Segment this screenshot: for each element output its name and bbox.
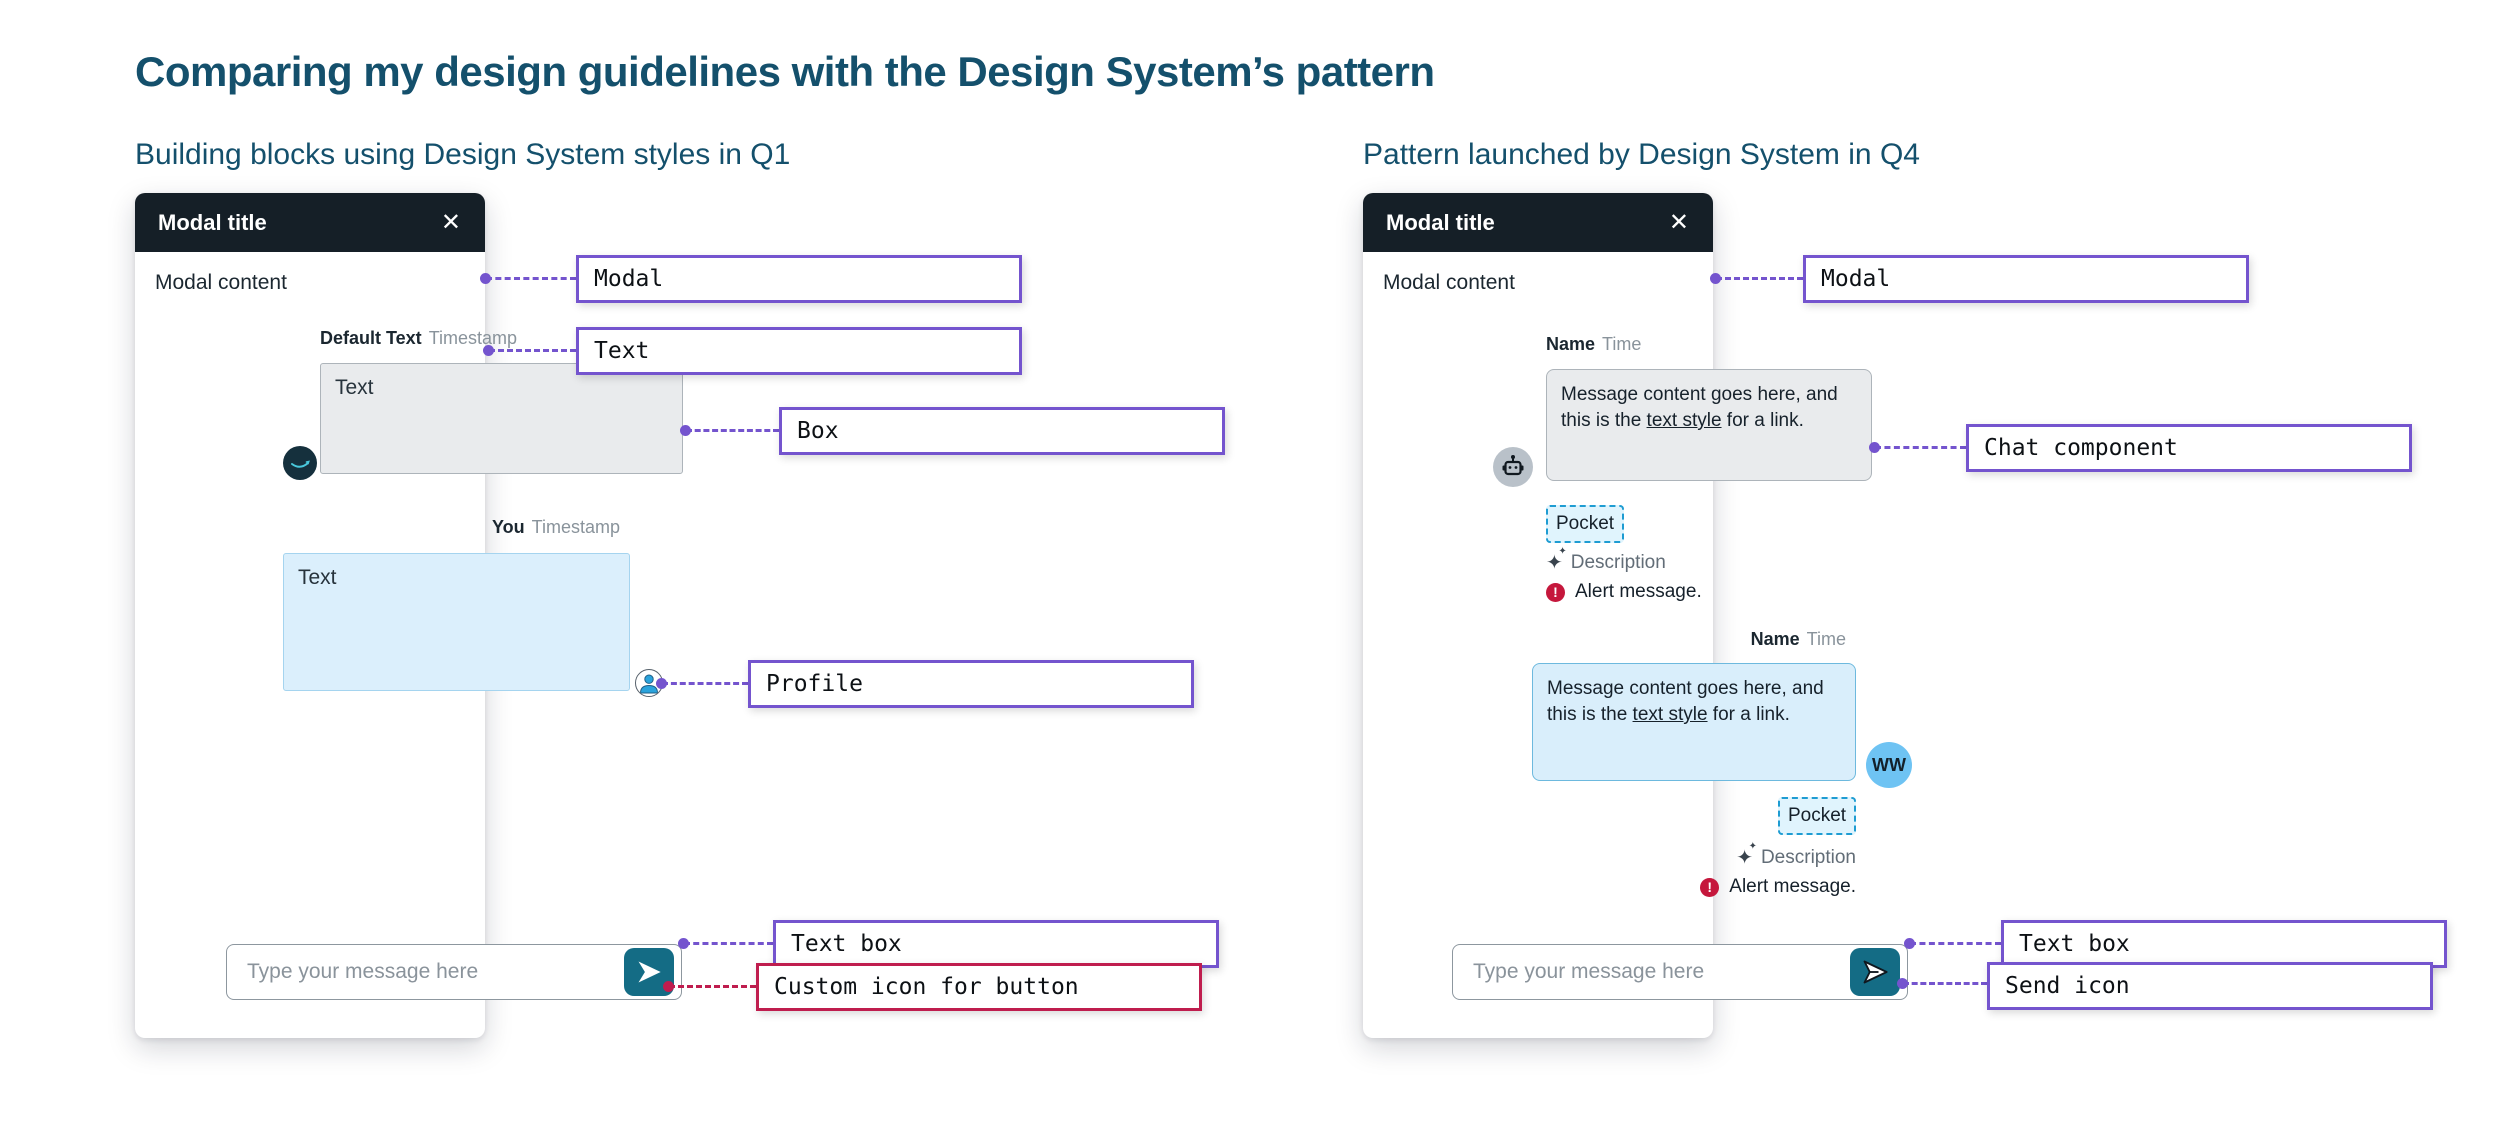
connector-line xyxy=(1875,446,1966,449)
annotation-box: Box xyxy=(779,407,1225,455)
right-message1-link[interactable]: text style xyxy=(1646,410,1722,431)
right-message1-meta: Name Time xyxy=(1546,334,1641,355)
annotation-modal: Modal xyxy=(576,255,1022,303)
left-message1-meta: Default Text Timestamp xyxy=(320,328,517,349)
annotation-textbox: Text box xyxy=(773,920,1219,968)
description-label: Description xyxy=(1570,552,1666,573)
description-label: Description xyxy=(1760,847,1856,868)
right-message-input[interactable] xyxy=(1453,945,1907,999)
pocket-chip[interactable]: Pocket xyxy=(1778,797,1856,835)
connector-line xyxy=(684,942,773,945)
right-section-heading: Pattern launched by Design System in Q4 xyxy=(1363,138,1920,171)
annotation-chat-component: Chat component xyxy=(1966,424,2412,472)
pocket-chip[interactable]: Pocket xyxy=(1546,505,1624,543)
left-message1-box: Text xyxy=(320,363,683,474)
right-message2-alert-row: ! Alert message. xyxy=(1656,876,1856,898)
right-send-button[interactable] xyxy=(1850,948,1900,996)
annotation-send-icon: Send icon xyxy=(1987,962,2433,1010)
right-modal-content: Modal content xyxy=(1383,271,1515,294)
left-message2-author: You xyxy=(491,517,525,537)
right-modal-title: Modal title xyxy=(1386,209,1495,235)
left-message1-timestamp: Timestamp xyxy=(428,328,518,348)
connector-dot xyxy=(1869,442,1880,453)
alert-label: Alert message. xyxy=(1729,876,1856,897)
connector-line xyxy=(486,277,576,280)
connector-dot xyxy=(480,273,491,284)
annotation-profile: Profile xyxy=(748,660,1194,708)
right-message1-timestamp: Time xyxy=(1602,334,1642,354)
connector-dot-red xyxy=(663,981,674,992)
right-message1-text: Message content goes here, and this is t… xyxy=(1561,384,1838,431)
left-message-input[interactable] xyxy=(227,945,681,999)
left-modal-content: Modal content xyxy=(155,271,287,294)
left-message-input-wrap xyxy=(226,944,682,1000)
send-paper-plane-icon xyxy=(638,961,661,983)
right-message2-timestamp: Time xyxy=(1806,629,1846,649)
left-message2-timestamp: Timestamp xyxy=(531,517,620,537)
alert-icon: ! xyxy=(1700,877,1720,897)
right-message2-author: Name xyxy=(1750,629,1800,649)
connector-dot xyxy=(680,425,691,436)
connector-line xyxy=(489,349,576,352)
alert-icon: ! xyxy=(1546,582,1565,602)
right-modal-header: Modal title ✕ xyxy=(1363,193,1713,252)
right-message2-text-after: for a link. xyxy=(1707,704,1790,725)
left-message1-author: Default Text xyxy=(320,328,422,348)
right-message2-text: Message content goes here, and this is t… xyxy=(1547,678,1824,725)
connector-dot xyxy=(678,938,689,949)
right-message1-text-after: for a link. xyxy=(1721,410,1804,431)
right-modal: Modal title ✕ Modal content xyxy=(1363,193,1713,1038)
right-message2-meta: Name Time xyxy=(1532,629,1846,650)
amazon-smile-icon xyxy=(283,446,317,480)
right-message-input-wrap xyxy=(1452,944,1908,1000)
annotation-custom-icon: Custom icon for button xyxy=(756,963,1202,1011)
connector-line xyxy=(686,429,779,432)
connector-line-red xyxy=(669,985,756,988)
close-icon[interactable]: ✕ xyxy=(435,193,467,252)
right-message2-link[interactable]: text style xyxy=(1632,704,1708,725)
annotation-modal: Modal xyxy=(1803,255,2249,303)
sparkle-icon: ✦✦ xyxy=(1736,841,1757,869)
alert-label: Alert message. xyxy=(1575,581,1702,602)
annotation-textbox: Text box xyxy=(2001,920,2447,968)
left-modal-header: Modal title ✕ xyxy=(135,193,485,252)
annotation-text: Text xyxy=(576,327,1022,375)
right-message1-bubble: Message content goes here, and this is t… xyxy=(1546,369,1872,481)
connector-line xyxy=(1716,277,1803,280)
send-icon xyxy=(1863,960,1888,984)
robot-icon xyxy=(1493,447,1533,487)
sparkle-icon: ✦✦ xyxy=(1546,546,1567,574)
right-message2-bubble: Message content goes here, and this is t… xyxy=(1532,663,1856,781)
connector-line xyxy=(662,682,748,685)
connector-dot xyxy=(656,678,667,689)
connector-dot xyxy=(1904,938,1915,949)
left-section-heading: Building blocks using Design System styl… xyxy=(135,138,791,171)
page-title: Comparing my design guidelines with the … xyxy=(135,48,1435,95)
user-avatar: WW xyxy=(1866,742,1912,788)
connector-dot xyxy=(1897,978,1908,989)
left-message2-text: Text xyxy=(298,566,337,589)
connector-line xyxy=(1910,942,2001,945)
connector-dot xyxy=(483,345,494,356)
close-icon[interactable]: ✕ xyxy=(1663,193,1695,252)
right-message1-alert-row: ! Alert message. xyxy=(1546,581,1702,603)
right-message1-description-row: ✦✦ Description xyxy=(1546,546,1666,574)
left-message2-box: Text xyxy=(283,553,630,691)
connector-dot xyxy=(1710,273,1721,284)
left-message2-meta: You Timestamp xyxy=(283,517,620,538)
right-message2-description-row: ✦✦ Description xyxy=(1656,841,1856,869)
right-message1-author: Name xyxy=(1546,334,1596,354)
left-message1-text: Text xyxy=(335,376,374,399)
left-modal-title: Modal title xyxy=(158,209,267,235)
connector-line xyxy=(1903,982,1987,985)
